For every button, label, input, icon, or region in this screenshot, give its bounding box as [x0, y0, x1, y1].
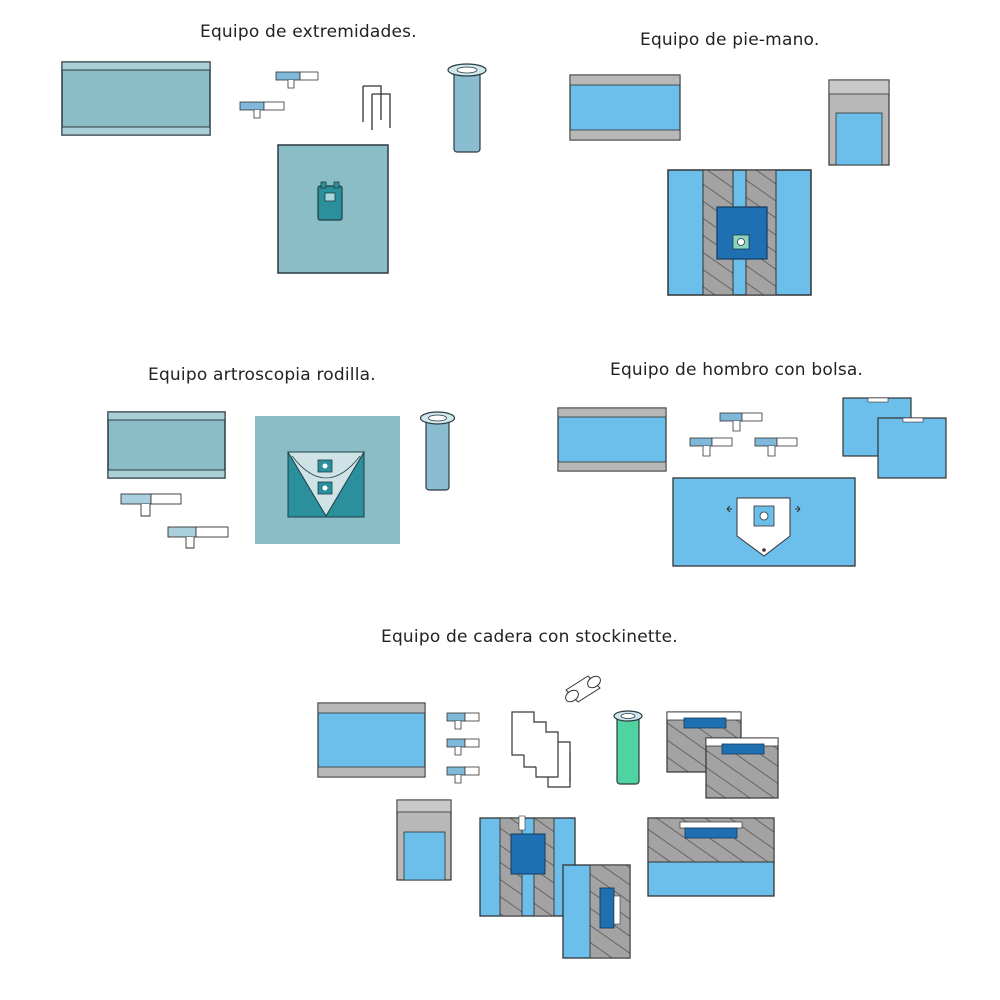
utility-drape-pair [842, 397, 947, 479]
towel-icon [120, 493, 182, 517]
title-hombro: Equipo de hombro con bolsa. [610, 360, 864, 380]
shoulder-drape-with-pouch [672, 477, 856, 567]
title-extremidades: Equipo de extremidades. [200, 22, 417, 42]
towel-icon [239, 101, 285, 119]
hip-drape [479, 815, 576, 917]
towel-icon [446, 738, 480, 756]
hand-foot-drape [667, 169, 812, 296]
kit-hombro [557, 397, 947, 567]
towel-icon [689, 437, 733, 457]
mayo-stand-cover [396, 799, 452, 881]
extremity-drape [277, 144, 389, 274]
table-cover-drape [107, 411, 226, 479]
towel-icon [719, 412, 763, 432]
knee-arthroscopy-drape [255, 416, 400, 544]
table-cover-drape [557, 407, 667, 472]
kit-extremidades [61, 61, 487, 274]
stockinette-tube-icon [447, 63, 487, 153]
green-stockinette-tube-icon [613, 710, 643, 785]
towel-icon [275, 71, 319, 89]
mayo-stand-cover [828, 79, 890, 166]
stockinette-roll-icon [565, 675, 601, 703]
title-rodilla: Equipo artroscopia rodilla. [148, 365, 376, 385]
towel-icon [167, 526, 229, 549]
large-u-drape [647, 817, 775, 897]
side-drape [562, 864, 631, 959]
tape-strips-icon [362, 85, 391, 130]
table-cover-drape [61, 61, 211, 136]
kit-rodilla [107, 411, 456, 549]
towel-icon [754, 437, 798, 457]
tape-strips-icon [511, 711, 571, 788]
table-cover-drape [569, 74, 681, 141]
title-cadera: Equipo de cadera con stockinette. [381, 627, 678, 647]
kit-cadera [317, 675, 779, 959]
stockinette-tube-icon [419, 411, 456, 491]
towel-icon [446, 766, 480, 784]
u-drape-pair [666, 711, 779, 799]
title-pie-mano: Equipo de pie-mano. [640, 30, 820, 50]
kit-pie-mano [569, 74, 890, 296]
table-cover-drape [317, 702, 426, 778]
towel-icon [446, 712, 480, 730]
